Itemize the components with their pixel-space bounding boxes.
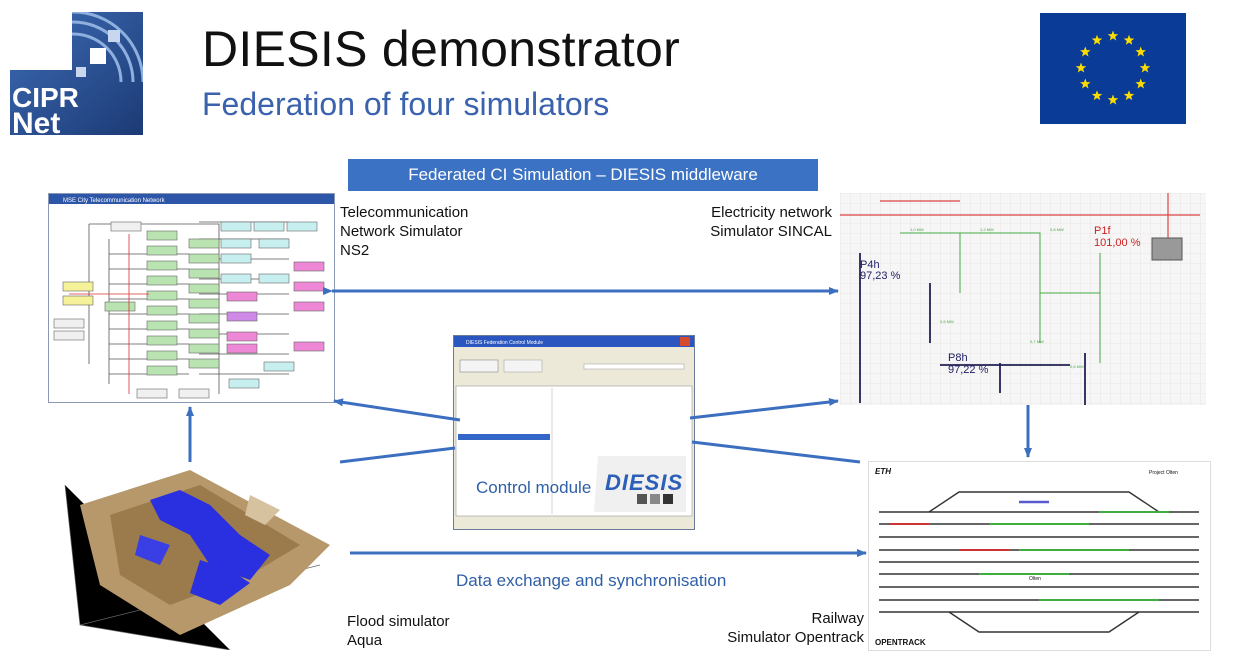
logo-text-net: Net (12, 107, 60, 135)
telecom-node (226, 291, 258, 302)
control-module-label: Control module (476, 478, 592, 497)
eu-star-icon (1091, 34, 1103, 45)
telecom-node (178, 388, 210, 399)
telecom-node (293, 301, 325, 312)
elec-value-p1f: 101,00 % (1094, 237, 1141, 249)
telecom-node (146, 290, 178, 301)
telecom-node (226, 311, 258, 322)
arrow-flood-control (339, 446, 456, 464)
slide-title: DIESIS demonstrator (202, 21, 681, 77)
telecom-node (220, 273, 252, 284)
telecom-node (146, 275, 178, 286)
telecom-node (146, 335, 178, 346)
telecom-node (146, 350, 178, 361)
arrow-control-telecom (333, 398, 461, 422)
eu-star-icon (1075, 62, 1087, 73)
elec-value-p4h: 97,23 % (860, 270, 901, 282)
arrow-control-rail (691, 440, 861, 464)
middleware-bar: Federated CI Simulation – DIESIS middlew… (348, 159, 818, 191)
eu-star-icon (1091, 90, 1103, 101)
telecom-node (146, 260, 178, 271)
flood-simulator-screenshot (50, 465, 335, 650)
telecom-node (263, 361, 295, 372)
logo-text-cipr: CIPR (12, 82, 79, 113)
eu-star-icon (1123, 34, 1135, 45)
ciprnet-logo: CIPR Net (10, 12, 143, 135)
telecom-node (62, 281, 94, 292)
eu-star-icon (1123, 90, 1135, 101)
telecom-node (110, 221, 142, 232)
eu-star-icon (1107, 30, 1119, 41)
eu-star-icon (1080, 78, 1091, 89)
svg-text:0,5 MW: 0,5 MW (940, 319, 954, 324)
svg-text:0,6 MW: 0,6 MW (1070, 364, 1084, 369)
telecom-node (146, 365, 178, 376)
telecom-node (136, 388, 168, 399)
eu-flag-icon (1040, 13, 1186, 124)
telecom-node (293, 281, 325, 292)
eu-star-icon (1139, 62, 1151, 73)
eu-star-icon (1107, 94, 1119, 105)
telecom-node (258, 273, 290, 284)
control-window-title: DIESIS Federation Control Module (466, 340, 543, 346)
telecom-node (220, 253, 252, 264)
telecom-node (146, 305, 178, 316)
telecom-node (220, 238, 252, 249)
telecom-node (228, 378, 260, 389)
telecom-simulator-screenshot: MSE City Telecommunication Network (48, 193, 335, 403)
telecom-node (226, 343, 258, 354)
slide-subtitle: Federation of four simulators (202, 86, 610, 122)
rail-station-label: Olten (1029, 576, 1041, 582)
telecom-node (104, 301, 136, 312)
arrow-control-elec (689, 398, 839, 420)
telecom-node (286, 221, 318, 232)
eu-star-icon (1135, 78, 1146, 89)
telecom-node (188, 343, 220, 354)
eu-star-icon (1135, 46, 1146, 57)
railway-simulator-screenshot: ETH Project Olten Olten OPENTRACK (868, 461, 1211, 651)
svg-text:0,8 MW: 0,8 MW (1050, 227, 1064, 232)
telecom-node (188, 328, 220, 339)
electricity-simulator-screenshot: P1f 101,00 % P4h 97,23 % P8h 97,22 % 1,0… (840, 193, 1206, 405)
svg-text:0,7 MW: 0,7 MW (1030, 339, 1044, 344)
telecom-node (188, 358, 220, 369)
telecom-node (62, 295, 94, 306)
telecom-node (226, 331, 258, 342)
elec-value-p8h: 97,22 % (948, 364, 989, 376)
svg-text:1,2 MW: 1,2 MW (980, 227, 994, 232)
rail-project-label: Project Olten (1149, 470, 1178, 476)
telecom-node (188, 283, 220, 294)
telecom-node (188, 253, 220, 264)
telecom-node (293, 341, 325, 352)
diesis-brand-logo: DIESIS (605, 470, 684, 495)
telecom-node (53, 318, 85, 329)
telecom-node (258, 238, 290, 249)
telecom-window-title: MSE City Telecommunication Network (63, 198, 166, 204)
rail-eth-label: ETH (875, 467, 891, 476)
rail-brand-label: OPENTRACK (875, 638, 926, 647)
telecom-node (293, 261, 325, 272)
control-module-screenshot: DIESIS Federation Control Module (453, 335, 695, 530)
telecom-node (220, 221, 252, 232)
elec-label-p4h: P4h (860, 259, 880, 271)
elec-label-p8h: P8h (948, 352, 968, 364)
eu-star-icon (1080, 46, 1091, 57)
data-exchange-label: Data exchange and synchronisation (456, 571, 727, 590)
elec-label-p1f: P1f (1094, 225, 1111, 237)
telecom-node (146, 245, 178, 256)
svg-text:1,0 MW: 1,0 MW (910, 227, 924, 232)
telecom-node (53, 330, 85, 341)
telecom-node (188, 268, 220, 279)
telecom-node (188, 238, 220, 249)
telecom-node (146, 230, 178, 241)
telecom-node (146, 320, 178, 331)
telecom-node (188, 298, 220, 309)
telecom-node (253, 221, 285, 232)
telecom-node (188, 313, 220, 324)
